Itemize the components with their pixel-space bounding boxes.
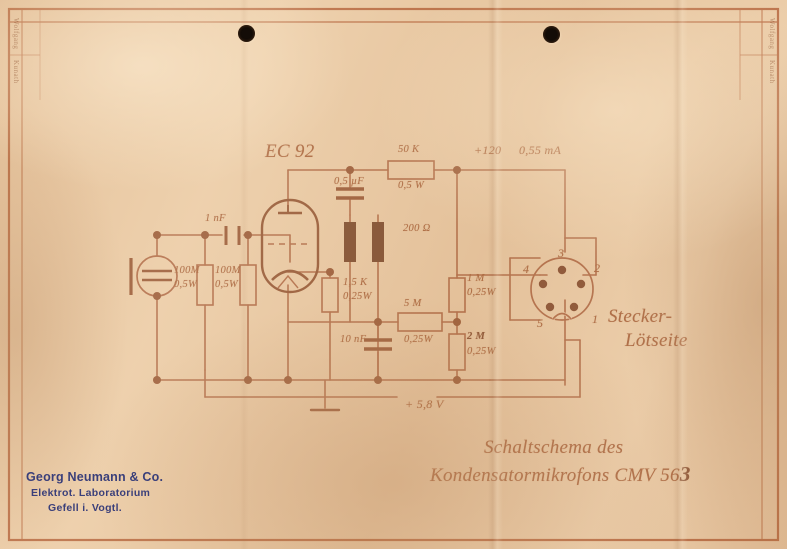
capacitor-0p5uf bbox=[336, 187, 364, 200]
label-r2m-value: 2 M bbox=[467, 331, 486, 342]
resistor-200ohm bbox=[344, 222, 384, 262]
label-c1nf: 1 nF bbox=[205, 213, 226, 224]
document-title-line2-text: Kondensatormikrofons CMV 56 bbox=[430, 465, 680, 486]
label-r100m-b-value: 100M bbox=[215, 265, 241, 276]
resistor-100m-b bbox=[239, 264, 257, 306]
stamp-line-location: Gefell i. Vogtl. bbox=[48, 502, 123, 514]
label-c10nf: 10 nF bbox=[340, 334, 367, 345]
margin-note-left-top: Wolfgang bbox=[12, 18, 20, 50]
din-pin-label-2: 2 bbox=[594, 261, 601, 275]
punch-hole-left bbox=[238, 25, 255, 42]
punch-hole-right bbox=[543, 26, 560, 43]
label-r1k5-value: 1,5 K bbox=[343, 277, 368, 288]
din-pin-label-1: 1 bbox=[592, 312, 599, 326]
din-pin-label-4: 4 bbox=[523, 262, 530, 276]
condenser-microphone-capsule-symbol bbox=[129, 255, 178, 297]
label-r1k5-power: 0,25W bbox=[343, 291, 372, 302]
din-pin-3 bbox=[557, 265, 567, 275]
label-r1m-value: 1 M bbox=[467, 273, 485, 284]
din-pin-label-3: 3 bbox=[558, 246, 565, 260]
din-pin-5 bbox=[545, 302, 555, 312]
connector-caption-line2: Lötseite bbox=[625, 330, 688, 351]
stamp-line-department: Elektrot. Laboratorium bbox=[31, 487, 151, 499]
din-pin-label-5: 5 bbox=[537, 316, 544, 330]
vacuum-tube-symbol bbox=[260, 198, 320, 294]
document-title-line1: Schaltschema des bbox=[484, 437, 624, 458]
resistor-5m bbox=[397, 312, 443, 332]
label-r100m-a-power: 0,5W bbox=[174, 279, 198, 290]
label-r100m-a-value: 100M bbox=[174, 265, 200, 276]
resistor-bodies bbox=[196, 160, 466, 371]
label-c0p5uf: 0,5 µF bbox=[334, 176, 365, 187]
capacitor-10nf bbox=[364, 338, 392, 351]
stamp-line-company: Georg Neumann & Co. bbox=[26, 470, 164, 484]
label-supply-voltage: +120 bbox=[474, 143, 502, 157]
capacitor-1nf bbox=[224, 226, 241, 245]
margin-note-right-bottom: Kunath bbox=[768, 60, 776, 84]
label-r1m-power: 0,25W bbox=[467, 287, 496, 298]
din-pin-4 bbox=[538, 279, 548, 289]
resistor-50k bbox=[387, 160, 435, 180]
label-r50k-power: 0,5 W bbox=[398, 180, 424, 191]
label-r100m-b-power: 0,5W bbox=[215, 279, 239, 290]
company-stamp: Georg Neumann & Co. Elektrot. Laboratori… bbox=[26, 470, 163, 514]
document-title-line2-suffix: 3 bbox=[679, 462, 691, 486]
resistor-100m-a bbox=[196, 264, 214, 306]
label-heater-voltage: + 5,8 V bbox=[405, 397, 444, 411]
connector-caption-line1: Stecker- bbox=[608, 306, 673, 327]
din-connector-symbol bbox=[530, 257, 594, 321]
label-r200ohm: 200 Ω bbox=[403, 223, 431, 234]
label-supply-current: 0,55 mA bbox=[519, 143, 562, 157]
resistor-2m bbox=[448, 333, 466, 371]
border-frame bbox=[7, 7, 780, 542]
din-pin-2 bbox=[576, 279, 586, 289]
tube-label: EC 92 bbox=[265, 141, 315, 162]
label-r50k-value: 50 K bbox=[398, 144, 420, 155]
document-title-line2: Kondensatormikrofons CMV 563 bbox=[430, 463, 691, 486]
margin-note-left-bottom: Kunath bbox=[12, 60, 20, 84]
resistor-1m bbox=[448, 277, 466, 313]
label-r5m-value: 5 M bbox=[404, 298, 422, 309]
label-r2m-power: 0,25W bbox=[467, 346, 496, 357]
margin-note-right-top: Wolfgang bbox=[768, 18, 776, 50]
label-r5m-power: 0,25W bbox=[404, 334, 433, 345]
resistor-1k5 bbox=[321, 277, 339, 313]
din-pin-1 bbox=[569, 302, 579, 312]
